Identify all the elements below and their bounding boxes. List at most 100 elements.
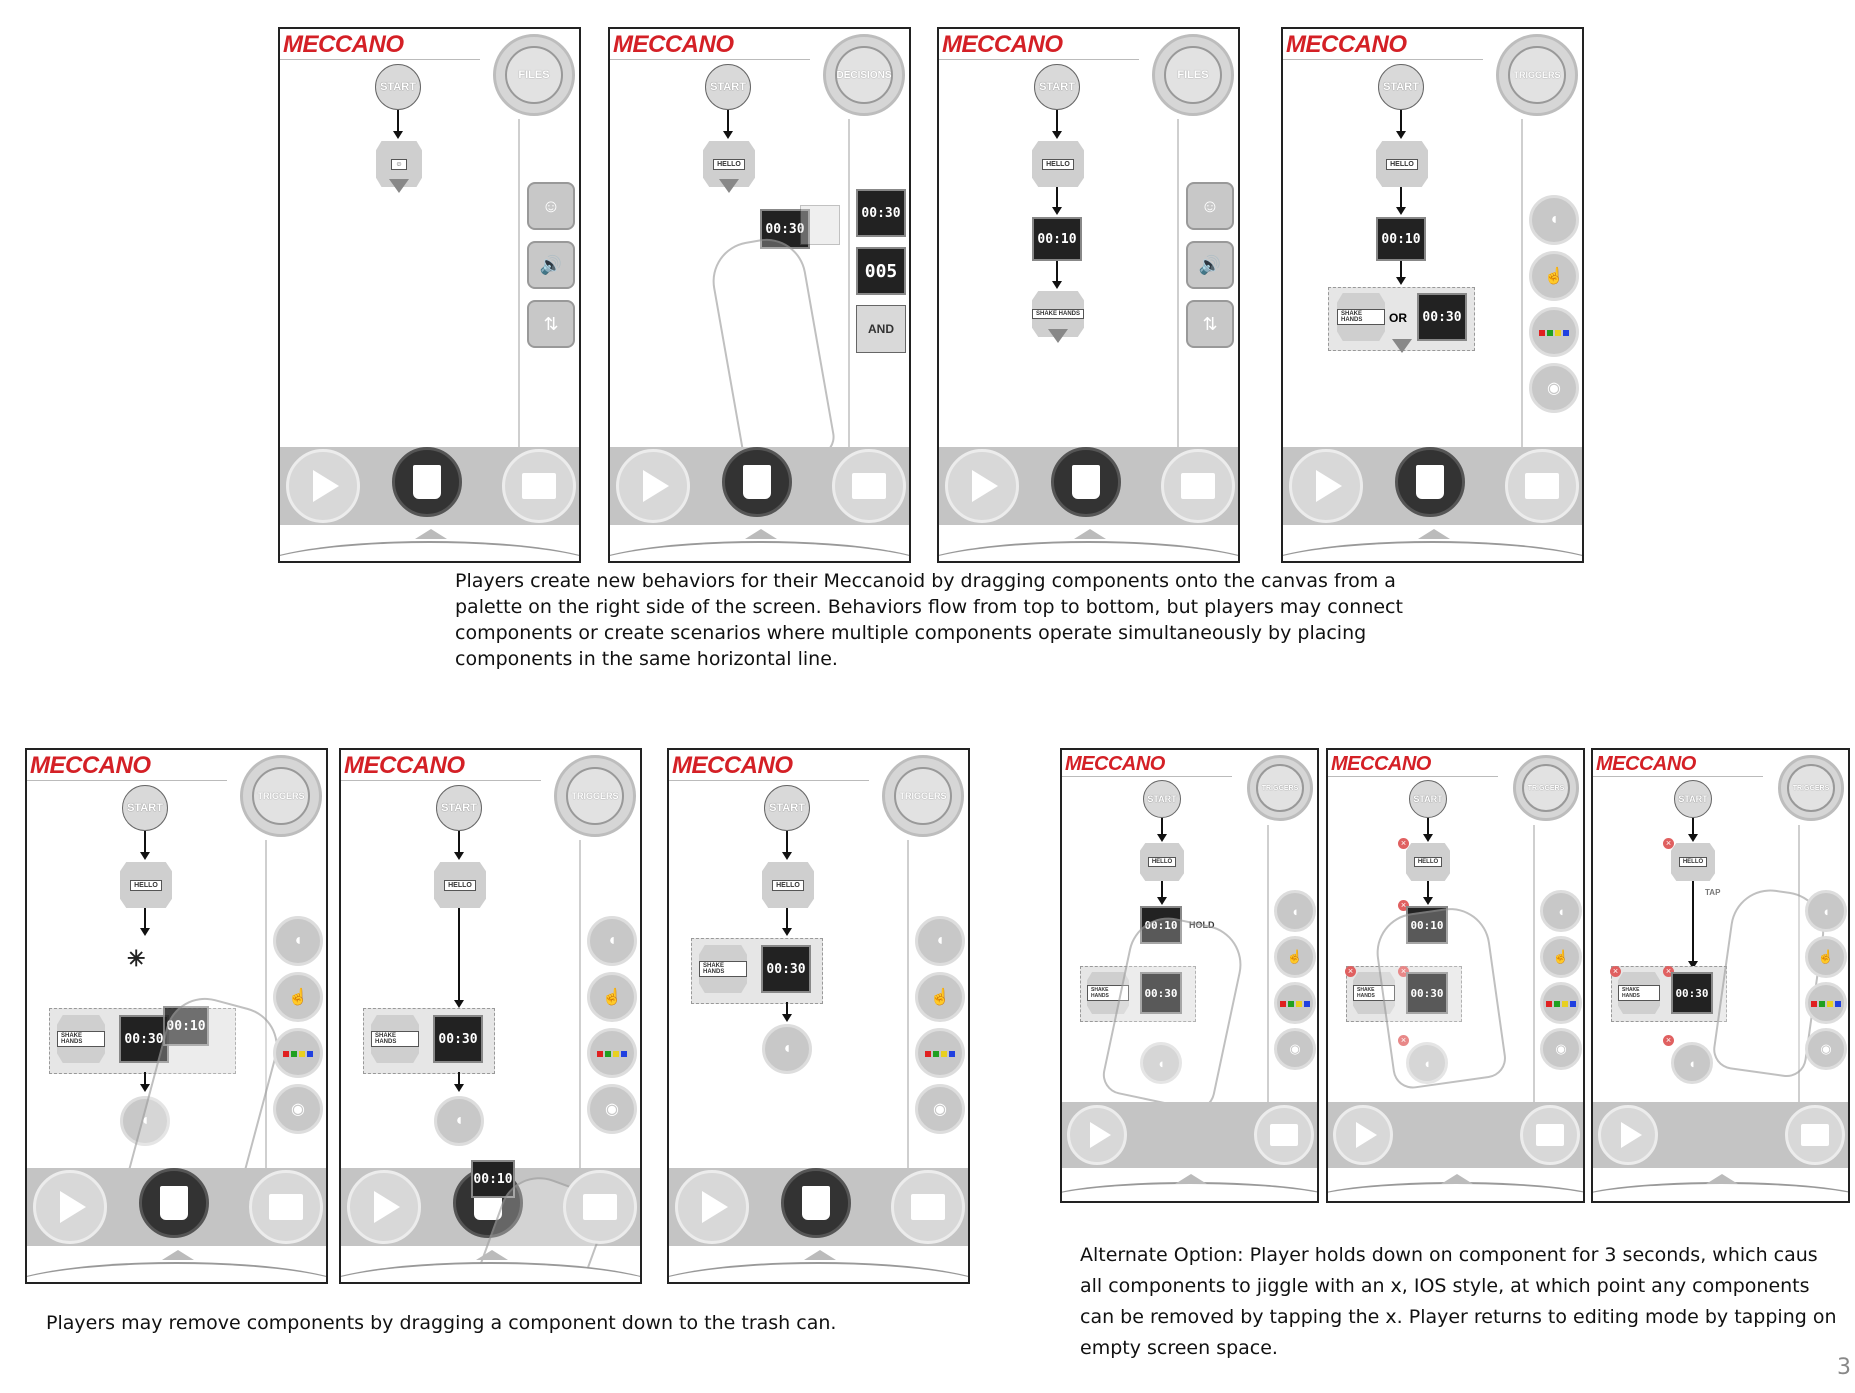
dropped-timer-node[interactable]: 00:10	[471, 1160, 515, 1198]
start-node[interactable]: START	[436, 785, 482, 831]
palette-color-trigger[interactable]	[273, 1028, 323, 1078]
shake-hands-node[interactable]: SHAKE HANDS	[1337, 293, 1385, 341]
sound-trigger-node[interactable]: ◖	[762, 1024, 812, 1074]
shake-hands-node[interactable]: SHAKE HANDS	[1087, 972, 1129, 1014]
triggers-button[interactable]: TRIGGERS	[1496, 34, 1578, 116]
triggers-button[interactable]: TRIGGERS	[1778, 755, 1844, 821]
timer-node[interactable]: 00:10	[1032, 217, 1082, 261]
timer-node[interactable]: 00:30	[1417, 293, 1467, 341]
palette-counter[interactable]: 005	[856, 247, 906, 295]
hello-node[interactable]: HELLO	[1140, 843, 1184, 881]
dragged-timer-node[interactable]: 00:10	[163, 1006, 209, 1046]
timer-node[interactable]: 00:30	[1671, 972, 1713, 1014]
palette-touch-trigger[interactable]: ☝	[1274, 936, 1316, 978]
files-button[interactable]: FILES	[493, 34, 575, 116]
palette-touch-trigger[interactable]: ☝	[915, 972, 965, 1022]
shake-hands-node[interactable]: SHAKE HANDS	[1353, 972, 1395, 1014]
folder-button[interactable]	[249, 1170, 323, 1244]
play-button[interactable]	[945, 449, 1019, 523]
delete-x-icon[interactable]: ×	[1663, 966, 1674, 977]
start-node[interactable]: START	[1034, 64, 1080, 110]
palette-sound-trigger[interactable]: ◖	[1805, 890, 1847, 932]
palette-touch-trigger[interactable]: ☝	[1540, 936, 1582, 978]
play-button[interactable]	[1333, 1105, 1393, 1165]
palette-touch-trigger[interactable]: ☝	[273, 972, 323, 1022]
hello-node[interactable]: HELLO	[762, 862, 814, 908]
timer-node[interactable]: 00:10	[1140, 906, 1182, 944]
play-button[interactable]	[675, 1170, 749, 1244]
palette-touch-trigger[interactable]: ☝	[587, 972, 637, 1022]
timer-node[interactable]: 00:10	[1376, 217, 1426, 261]
trash-button[interactable]	[139, 1168, 209, 1238]
start-node[interactable]: START	[1378, 64, 1424, 110]
hello-node[interactable]: HELLO	[1376, 141, 1428, 187]
hello-node[interactable]: HELLO	[1032, 141, 1084, 187]
palette-sound-trigger[interactable]: ◖	[273, 916, 323, 966]
palette-touch-trigger[interactable]: ☝	[1805, 936, 1847, 978]
folder-button[interactable]	[1505, 449, 1579, 523]
trash-button[interactable]	[781, 1168, 851, 1238]
palette-decisions[interactable]: ⇅	[1186, 300, 1234, 348]
palette-sound-trigger[interactable]: ◖	[915, 916, 965, 966]
play-button[interactable]	[616, 449, 690, 523]
hello-node[interactable]: HELLO	[1671, 843, 1715, 881]
timer-node[interactable]: 00:30	[1140, 972, 1182, 1014]
palette-color-trigger[interactable]	[1529, 307, 1579, 357]
timer-node[interactable]: 00:30	[433, 1015, 483, 1063]
folder-button[interactable]	[1254, 1105, 1314, 1165]
palette-and[interactable]: AND	[856, 305, 906, 353]
shake-hands-node[interactable]: SHAKE HANDS	[371, 1015, 419, 1063]
play-button[interactable]	[33, 1170, 107, 1244]
shake-hands-node[interactable]: SHAKE HANDS	[699, 945, 747, 993]
palette-timer[interactable]: 00:30	[856, 189, 906, 237]
trash-button[interactable]	[1051, 447, 1121, 517]
delete-x-icon[interactable]: ×	[1398, 838, 1409, 849]
palette-touch-trigger[interactable]: ☝	[1529, 251, 1579, 301]
play-button[interactable]	[1598, 1105, 1658, 1165]
triggers-button[interactable]: TRIGGERS	[554, 755, 636, 837]
palette-robot-pose[interactable]: ☺	[1186, 182, 1234, 230]
delete-x-icon[interactable]: ×	[1663, 838, 1674, 849]
palette-motion-trigger[interactable]: ◉	[1805, 1028, 1847, 1070]
palette-motion-trigger[interactable]: ◉	[273, 1084, 323, 1134]
play-button[interactable]	[347, 1170, 421, 1244]
folder-button[interactable]	[891, 1170, 965, 1244]
trash-button[interactable]	[1395, 447, 1465, 517]
hello-node[interactable]: HELLO	[434, 862, 486, 908]
sound-trigger-node[interactable]: ◖	[1140, 1042, 1182, 1084]
dragged-timer-node[interactable]: 00:30	[760, 209, 810, 249]
palette-sound-trigger[interactable]: ◖	[1274, 890, 1316, 932]
start-node[interactable]: START	[764, 785, 810, 831]
triggers-button[interactable]: TRIGGERS	[1247, 755, 1313, 821]
delete-x-icon[interactable]: ×	[1345, 966, 1356, 977]
folder-button[interactable]	[563, 1170, 637, 1244]
start-node[interactable]: START	[1143, 780, 1181, 818]
play-button[interactable]	[1067, 1105, 1127, 1165]
sound-trigger-node[interactable]: ◖	[1406, 1042, 1448, 1084]
trash-button[interactable]	[392, 447, 462, 517]
sound-trigger-node[interactable]: ◖	[120, 1096, 170, 1146]
sound-trigger-node[interactable]: ◖	[1671, 1042, 1713, 1084]
timer-node[interactable]: 00:30	[761, 945, 811, 993]
palette-color-trigger[interactable]	[1274, 982, 1316, 1024]
triggers-button[interactable]: TRIGGERS	[882, 755, 964, 837]
palette-sound-trigger[interactable]: ◖	[1529, 195, 1579, 245]
delete-x-icon[interactable]: ×	[1398, 966, 1409, 977]
palette-sound[interactable]: 🔊	[1186, 241, 1234, 289]
palette-color-trigger[interactable]	[587, 1028, 637, 1078]
shake-hands-node[interactable]: SHAKE HANDS	[1618, 972, 1660, 1014]
start-node[interactable]: START	[122, 785, 168, 831]
palette-motion-trigger[interactable]: ◉	[1540, 1028, 1582, 1070]
triggers-button[interactable]: TRIGGERS	[1513, 755, 1579, 821]
start-node[interactable]: START	[375, 64, 421, 110]
delete-x-icon[interactable]: ×	[1663, 1035, 1674, 1046]
timer-node[interactable]: 00:30	[119, 1015, 169, 1063]
play-button[interactable]	[286, 449, 360, 523]
palette-robot-pose[interactable]: ☺	[527, 182, 575, 230]
palette-motion-trigger[interactable]: ◉	[1274, 1028, 1316, 1070]
palette-sound-trigger[interactable]: ◖	[587, 916, 637, 966]
delete-x-icon[interactable]: ×	[1398, 900, 1409, 911]
folder-button[interactable]	[502, 449, 576, 523]
play-button[interactable]	[1289, 449, 1363, 523]
timer-node[interactable]: 00:30	[1406, 972, 1448, 1014]
